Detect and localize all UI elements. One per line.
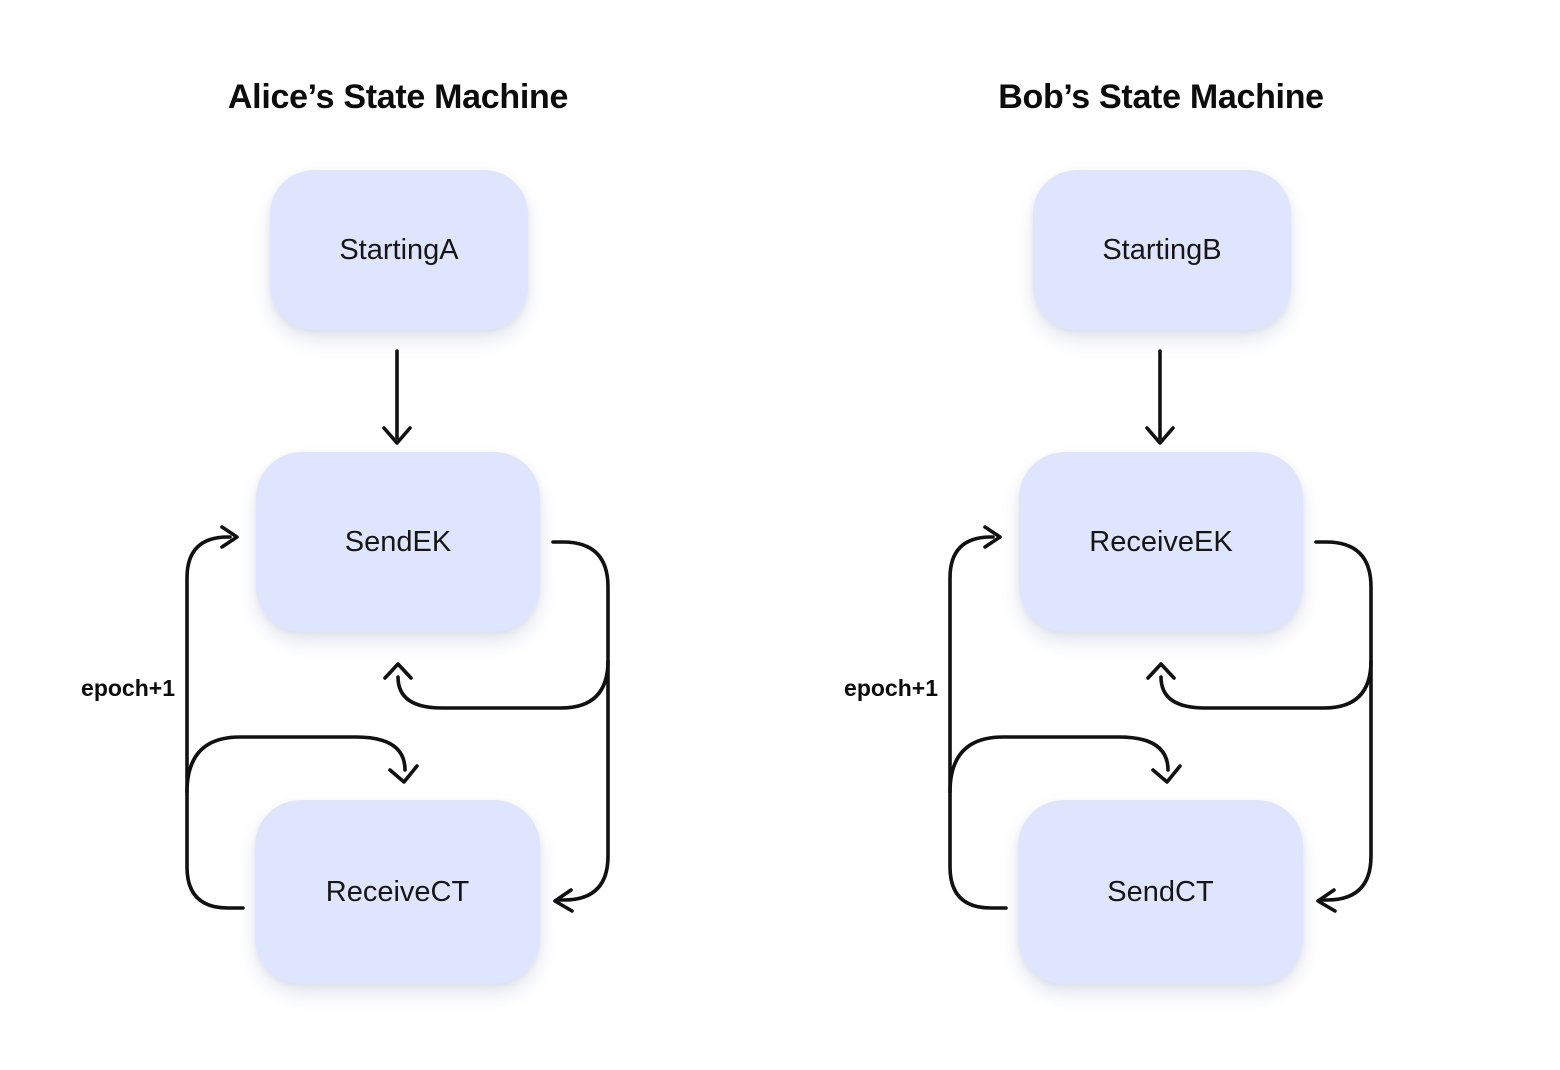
edge-middle-self-loop — [1146, 659, 1373, 710]
arrowhead-left-icon — [1316, 888, 1337, 913]
arrowhead-right-icon — [983, 525, 1002, 549]
state-node-middle: SendEK — [256, 452, 540, 632]
epoch-edge-label: epoch+1 — [81, 675, 175, 701]
arrowhead-up-icon — [383, 662, 413, 680]
edge-end-to-middle-epoch — [185, 525, 245, 910]
arrowhead-down-icon — [382, 426, 412, 445]
bob-edges — [948, 349, 1373, 913]
edge-end-to-middle-epoch — [948, 525, 1008, 910]
state-node-start: StartingA — [270, 170, 528, 330]
arrowhead-left-icon — [553, 888, 574, 913]
state-node-end: SendCT — [1018, 800, 1303, 984]
edge-start-to-middle — [382, 349, 412, 445]
arrowhead-up-icon — [1146, 662, 1176, 680]
edge-middle-to-end — [551, 540, 610, 913]
edge-middle-self-loop — [383, 659, 610, 710]
edge-middle-to-end — [1314, 540, 1373, 913]
bob-state-machine: Bob’s State Machine StartingB ReceiveEK … — [763, 0, 1423, 1070]
arrowhead-down-icon — [388, 764, 419, 784]
edge-end-self-loop — [948, 735, 1182, 794]
arrowhead-down-icon — [1145, 426, 1175, 445]
state-node-middle: ReceiveEK — [1019, 452, 1303, 632]
edge-end-self-loop — [185, 735, 419, 794]
diagram-title: Alice’s State Machine — [227, 78, 569, 116]
arrowhead-down-icon — [1151, 764, 1182, 784]
edge-start-to-middle — [1145, 349, 1175, 445]
alice-state-machine: Alice’s State Machine StartingA SendEK R… — [0, 0, 660, 1070]
state-node-start: StartingB — [1033, 170, 1291, 330]
state-node-end: ReceiveCT — [255, 800, 540, 984]
epoch-edge-label: epoch+1 — [844, 675, 938, 701]
arrowhead-right-icon — [220, 525, 239, 549]
diagram-title: Bob’s State Machine — [998, 78, 1324, 116]
alice-edges — [185, 349, 610, 913]
